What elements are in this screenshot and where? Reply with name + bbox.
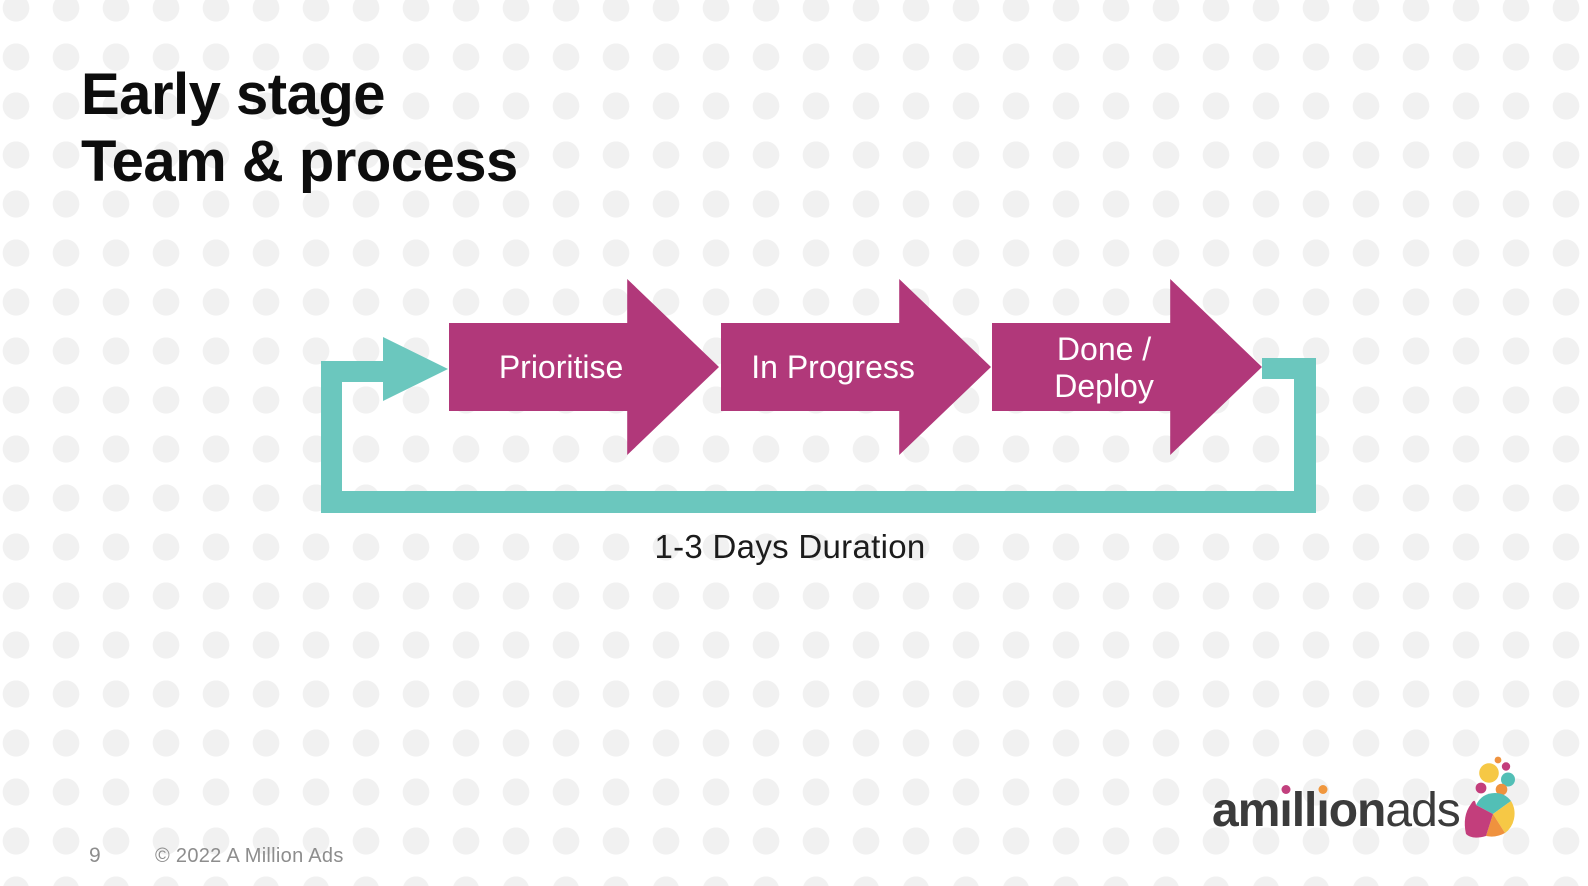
process-step-done-deploy: Done / Deploy	[992, 279, 1262, 455]
logo-mark-circle-teal	[1501, 772, 1515, 787]
logo-mark-circle-yellow	[1479, 763, 1499, 783]
process-step-prioritise: Prioritise	[449, 279, 719, 455]
logo-i-second: ı	[1316, 784, 1330, 837]
logo-mark-bubble-yellow-wedge	[1493, 801, 1515, 833]
loop-end-stub-segment	[1262, 358, 1316, 379]
logo-mark-icon	[1464, 756, 1515, 838]
logo-i-dot-orange	[1318, 785, 1328, 794]
logo-mark-circle-magenta	[1475, 782, 1487, 794]
loop-bottom-segment	[321, 491, 1316, 513]
copyright-text: © 2022 A Million Ads	[155, 845, 344, 867]
slide-title-line1: Early stage	[81, 62, 386, 127]
process-step-done-deploy-label: Done / Deploy	[1054, 330, 1154, 404]
duration-caption: 1-3 Days Duration	[654, 528, 926, 565]
logo-mark-bubble-orange-wedge	[1486, 814, 1505, 837]
loop-right-vertical-segment	[1294, 358, 1316, 513]
logo-i-dot-magenta	[1281, 785, 1291, 794]
loop-arrowhead-icon	[383, 337, 448, 401]
slide-title: Early stage Team & process	[81, 61, 518, 195]
logo-mark-bubble-magenta-tail	[1464, 800, 1493, 838]
process-step-prioritise-label: Prioritise	[498, 349, 624, 386]
process-step-in-progress-label: In Progress	[751, 349, 915, 386]
logo-mark-bubble-teal-wedge	[1476, 793, 1511, 814]
logo-mark-dot-orange-small	[1494, 756, 1502, 764]
logo-mark-circle-orange	[1495, 783, 1508, 796]
page-number: 9	[89, 844, 101, 867]
loop-left-vertical-segment	[321, 361, 342, 512]
logo-mark-dot-magenta-small	[1501, 762, 1511, 771]
logo-i-first: ı	[1279, 784, 1293, 837]
slide-title-line2: Team & process	[81, 129, 518, 194]
process-step-in-progress: In Progress	[721, 279, 991, 455]
